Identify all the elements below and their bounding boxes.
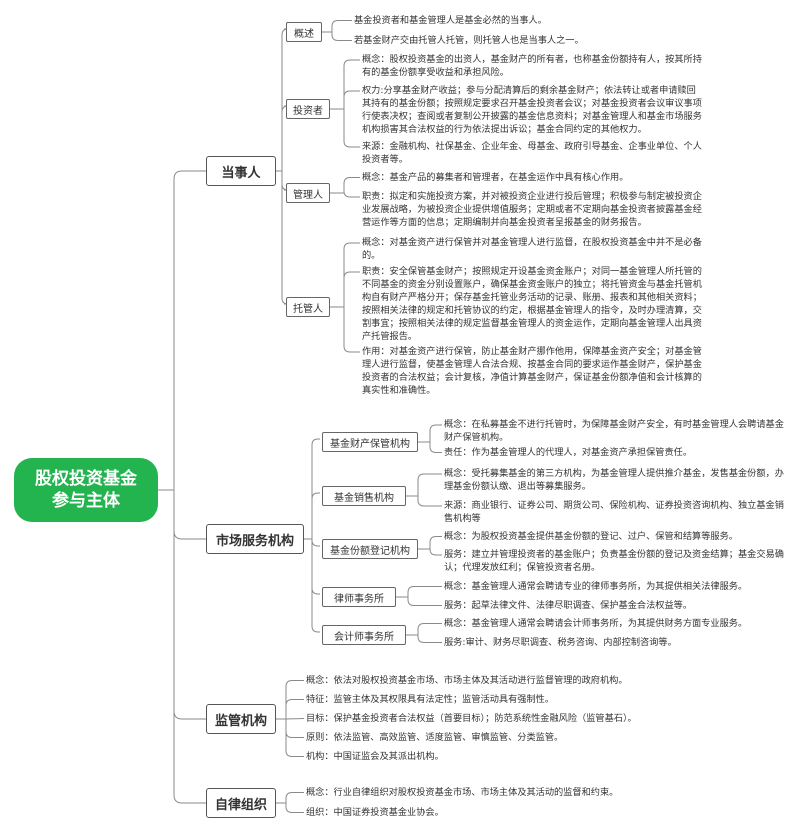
wire-node-services-node-sales xyxy=(311,492,320,539)
wire-node-investor-investor-item-3 xyxy=(343,109,360,148)
wire-node-custody-custody-item-2 xyxy=(429,442,442,453)
node-accounting[interactable]: 会计师事务所 xyxy=(322,625,406,645)
wire-node-regulator-regulator-item-2 xyxy=(285,699,304,719)
investor-item-1: 概念：股权投资基金的出资人，基金财产的所有者，也称基金份额持有人，按其所持有的基… xyxy=(362,54,702,78)
registry-item-2: 服务：建立并管理投资者的基金账户；负责基金份额的登记及资金结算；基金交易确认；代… xyxy=(444,549,784,573)
law-item-2: 服务：起草法律文件、法律尽职调查、保护基金合法权益等。 xyxy=(444,600,693,611)
node-sales[interactable]: 基金销售机构 xyxy=(322,486,406,506)
node-regulator[interactable]: 监管机构 xyxy=(206,704,276,734)
custody-item-2: 责任：作为基金管理人的代理人，对基金资产承担保管责任。 xyxy=(444,447,693,458)
wire-root-node-services xyxy=(173,490,206,540)
investor-item-3: 来源：金融机构、社保基金、企业年金、母基金、政府引导基金、企事业单位、个人投资者… xyxy=(362,141,702,165)
wire-root-node-regulator xyxy=(173,490,206,720)
wire-node-registry-registry-item-2 xyxy=(429,548,442,556)
node-services[interactable]: 市场服务机构 xyxy=(206,524,304,554)
wire-node-custodian-custodian-item-2 xyxy=(343,271,360,307)
regulator-item-2: 特征：监管主体及其权限具有法定性；监管活动具有强制性。 xyxy=(306,694,555,705)
root-title-line1: 股权投资基金 xyxy=(35,469,137,489)
wire-node-regulator-regulator-item-1 xyxy=(285,680,304,719)
selfreg-item-2: 组织：中国证券投资基金业协会。 xyxy=(306,807,444,818)
wire-node-custodian-custodian-item-1 xyxy=(343,242,360,307)
wire-node-regulator-regulator-item-3 xyxy=(285,718,305,720)
wire-node-accounting-accounting-item-1 xyxy=(417,623,442,635)
manager-item-1: 概念：基金产品的募集者和管理者，在基金运作中具有核心作用。 xyxy=(362,172,629,183)
sales-item-2: 来源：商业银行、证券公司、期货公司、保险机构、证券投资咨询机构、独立基金销售机构… xyxy=(444,500,784,524)
node-parties[interactable]: 当事人 xyxy=(206,156,276,186)
regulator-item-1: 概念：依法对股权投资基金市场、市场主体及其活动进行监督管理的政府机构。 xyxy=(306,675,628,686)
wire-node-services-node-custody xyxy=(311,438,320,539)
regulator-item-3: 目标：保护基金投资者合法权益（首要目标）；防范系统性金融风险（监管基石）。 xyxy=(306,713,637,724)
wire-node-services-node-registry xyxy=(311,539,320,547)
wire-node-sales-sales-item-2 xyxy=(417,496,442,507)
selfreg-item-1: 概念：行业自律组织对股权投资基金市场、市场主体及其活动的监督和约束。 xyxy=(306,787,619,798)
wire-root-node-selfreg xyxy=(173,490,206,804)
overview-item-1: 基金投资者和基金管理人是基金必然的当事人。 xyxy=(354,15,547,26)
node-overview[interactable]: 概述 xyxy=(286,22,322,42)
wire-node-overview-overview-item-1 xyxy=(331,20,352,32)
wire-node-selfreg-selfreg-item-2 xyxy=(285,803,304,813)
root-title-line2: 参与主体 xyxy=(52,491,120,511)
accounting-item-1: 概念：基金管理人通常会聘请会计师事务所，为其提供财务方面专业服务。 xyxy=(444,618,748,629)
custodian-item-3: 作用：对基金资产进行保管，防止基金财产挪作他用，保障基金资产安全；对基金管理人进… xyxy=(362,346,702,396)
law-item-1: 概念：基金管理人通常会聘请专业的律师事务所，为其提供相关法律服务。 xyxy=(444,581,748,592)
wire-node-overview-overview-item-2 xyxy=(331,32,352,41)
node-registry[interactable]: 基金份额登记机构 xyxy=(322,539,418,559)
regulator-item-4: 原则：依法监管、高效监管、适度监管、审慎监管、分类监管。 xyxy=(306,732,564,743)
custodian-item-2: 职责：安全保管基金财产；按照规定开设基金资金账户；对同一基金管理人所托管的不同基… xyxy=(362,266,702,342)
wire-node-manager-manager-item-2 xyxy=(343,190,360,198)
overview-item-2: 若基金财产交由托管人托管，则托管人也是当事人之一。 xyxy=(354,35,584,46)
investor-item-2: 权力:分享基金财产收益；参与分配清算后的剩余基金财产；依法转让或者申请赎回其持有… xyxy=(362,85,702,135)
sales-item-1: 概念：受托募集基金的第三方机构，为基金管理人提供推介基金，发售基金份额，办理基金… xyxy=(444,468,784,492)
wire-node-regulator-regulator-item-4 xyxy=(285,719,304,738)
root-node[interactable]: 股权投资基金 参与主体 xyxy=(14,458,158,522)
wire-node-services-node-accounting xyxy=(311,539,320,633)
custody-item-1: 概念：在私募基金不进行托管时，为保障基金财产安全，有时基金管理人会聘请基金财产保… xyxy=(444,419,784,443)
wire-node-sales-sales-item-1 xyxy=(417,473,442,496)
wire-node-services-node-law xyxy=(311,539,320,595)
wire-node-accounting-accounting-item-2 xyxy=(417,635,442,643)
wire-node-law-law-item-2 xyxy=(407,597,442,606)
node-custodian[interactable]: 托管人 xyxy=(286,297,330,317)
wire-node-custodian-custodian-item-3 xyxy=(343,307,360,353)
wire-root-node-parties xyxy=(173,170,206,490)
regulator-item-5: 机构：中国证监会及其派出机构。 xyxy=(306,751,444,762)
node-selfreg[interactable]: 自律组织 xyxy=(206,788,276,818)
wire-node-registry-registry-item-1 xyxy=(429,536,442,549)
wire-node-investor-investor-item-1 xyxy=(343,59,360,109)
manager-item-2: 职责：拟定和实施投资方案，并对被投资企业进行投后管理；积极参与制定被投资企业发展… xyxy=(362,191,702,228)
wire-node-regulator-regulator-item-5 xyxy=(285,719,304,757)
accounting-item-2: 服务:审计、财务尽职调查、税务咨询、内部控制咨询等。 xyxy=(444,637,677,648)
wire-node-investor-investor-item-2 xyxy=(343,90,360,109)
custodian-item-1: 概念：对基金资产进行保管并对基金管理人进行监督，在股权投资基金中并不是必备的。 xyxy=(362,237,702,261)
node-law[interactable]: 律师事务所 xyxy=(322,587,396,607)
wire-node-law-law-item-1 xyxy=(407,586,442,597)
node-custody[interactable]: 基金财产保管机构 xyxy=(322,432,418,452)
node-manager[interactable]: 管理人 xyxy=(286,183,330,203)
wire-node-manager-manager-item-1 xyxy=(343,177,360,193)
wire-node-selfreg-selfreg-item-1 xyxy=(285,792,304,803)
wire-node-custody-custody-item-1 xyxy=(429,424,442,442)
node-investor[interactable]: 投资者 xyxy=(286,99,330,119)
registry-item-1: 概念：为股权投资基金提供基金份额的登记、过户、保管和结算等服务。 xyxy=(444,531,738,542)
